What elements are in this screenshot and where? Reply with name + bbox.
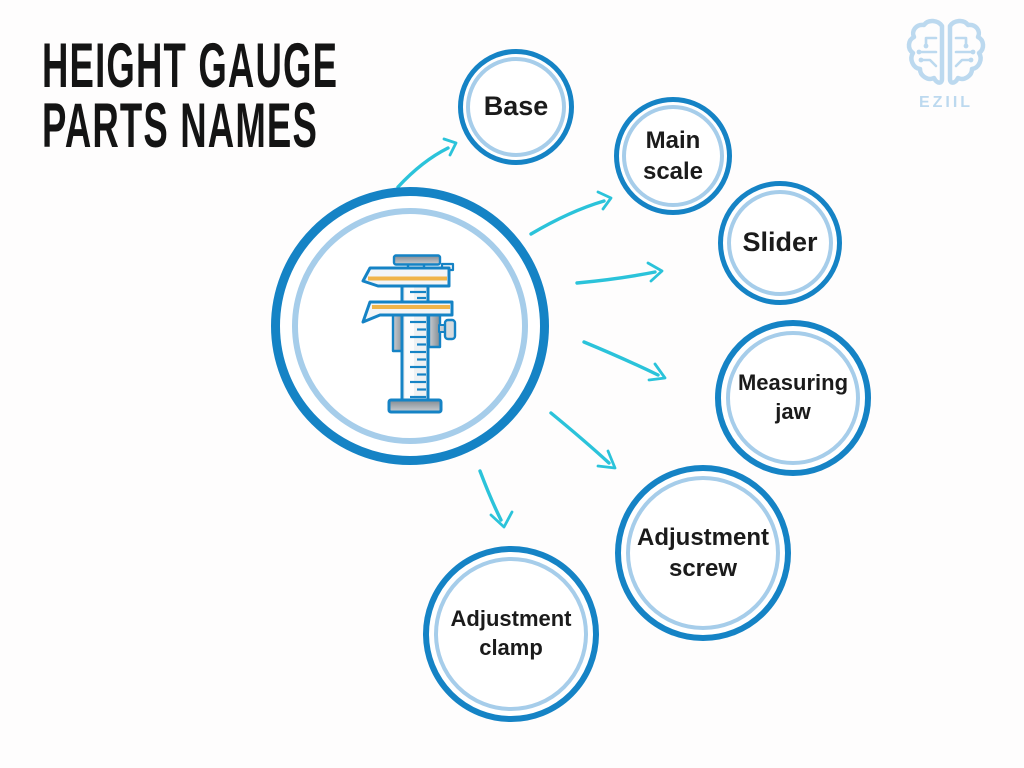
part-circle-measuring-jaw-inner: Measuring jaw bbox=[726, 331, 860, 465]
part-circle-adjustment-clamp-inner: Adjustment clamp bbox=[434, 557, 588, 711]
arrow-to-adjustment-clamp bbox=[478, 469, 514, 529]
part-circle-adjustment-screw: Adjustment screw bbox=[615, 465, 791, 641]
page-title: HEIGHT GAUGE PARTS NAMES bbox=[42, 31, 339, 161]
arrow-to-slider bbox=[575, 261, 664, 285]
part-circle-main-scale: Main scale bbox=[614, 97, 732, 215]
part-circle-adjustment-clamp: Adjustment clamp bbox=[423, 546, 599, 722]
arrow-to-main-scale bbox=[529, 190, 613, 236]
page-title-line-2: PARTS NAMES bbox=[42, 91, 318, 161]
height-gauge-icon bbox=[361, 254, 457, 414]
brain-circuit-icon bbox=[906, 18, 986, 85]
part-circle-slider: Slider bbox=[718, 181, 842, 305]
part-label-slider: Slider bbox=[742, 227, 818, 258]
arrow-to-base bbox=[396, 137, 458, 189]
part-circle-main-scale-inner: Main scale bbox=[622, 105, 724, 207]
arrow-to-adjustment-screw bbox=[549, 411, 617, 470]
arrow-to-measuring-jaw bbox=[582, 340, 667, 382]
part-circle-adjustment-screw-inner: Adjustment screw bbox=[626, 476, 780, 630]
part-circle-base: Base bbox=[458, 49, 574, 165]
part-label-main-scale: Main scale bbox=[642, 126, 704, 185]
brand-logo: EZIIL bbox=[898, 16, 994, 112]
part-circle-measuring-jaw: Measuring jaw bbox=[715, 320, 871, 476]
part-label-measuring-jaw: Measuring jaw bbox=[737, 370, 849, 424]
part-circle-base-inner: Base bbox=[466, 57, 566, 157]
brand-name: EZIIL bbox=[918, 94, 974, 111]
part-label-base: Base bbox=[483, 91, 549, 122]
page-title-line-1: HEIGHT GAUGE bbox=[42, 31, 339, 101]
part-circle-slider-inner: Slider bbox=[727, 190, 833, 296]
part-label-adjustment-screw: Adjustment screw bbox=[637, 523, 769, 582]
part-label-adjustment-clamp: Adjustment clamp bbox=[450, 606, 572, 660]
